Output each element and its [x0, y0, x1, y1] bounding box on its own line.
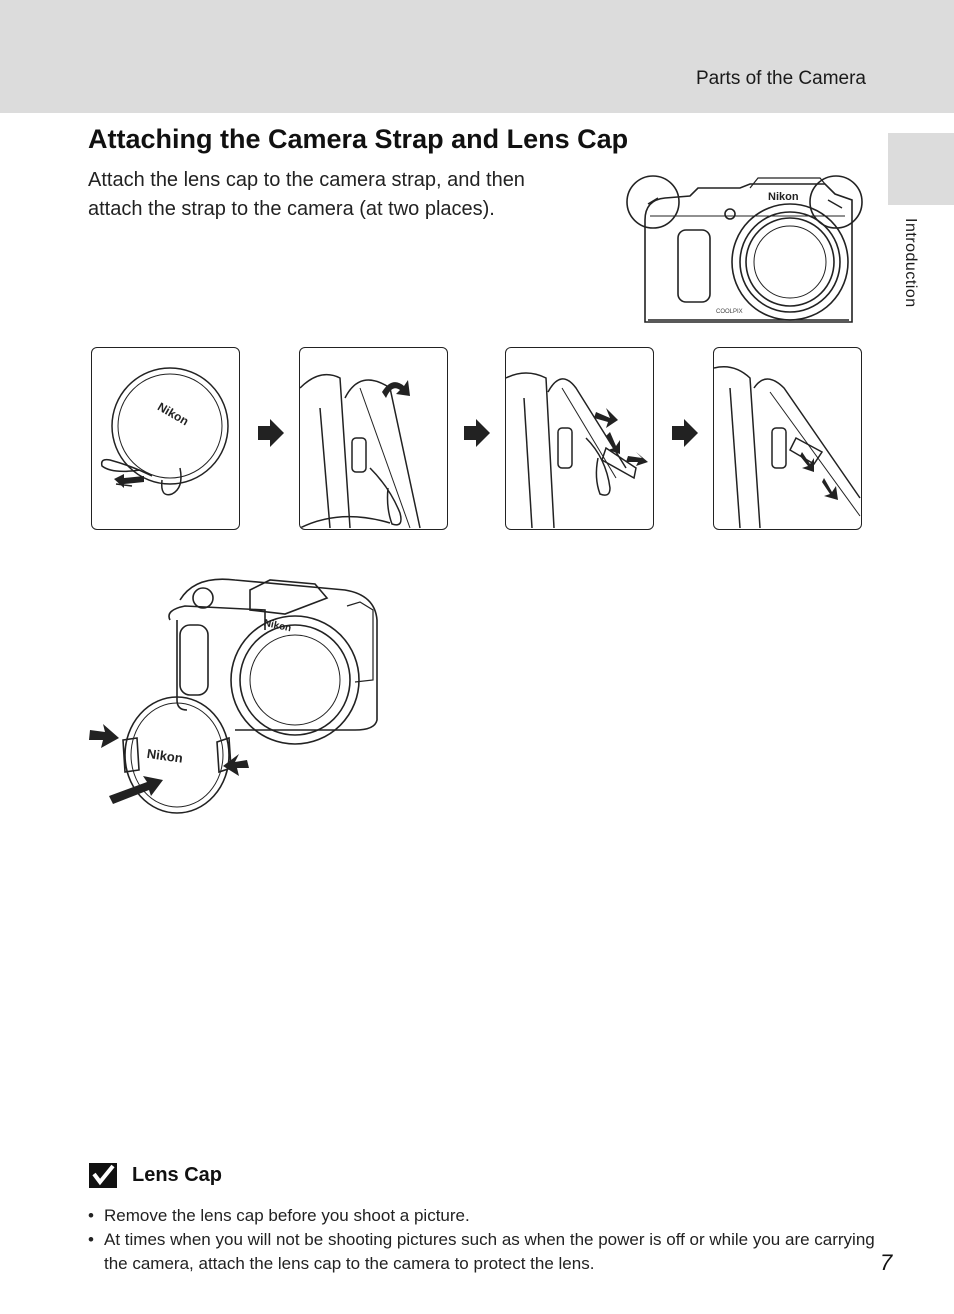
camera-brand-text: Nikon — [768, 191, 799, 203]
header-section-title: Parts of the Camera — [695, 68, 866, 89]
note-item: • Remove the lens cap before you shoot a… — [88, 1204, 878, 1228]
step-panel-1: Nikon — [91, 347, 240, 530]
note-item-text: At times when you will not be shooting p… — [104, 1230, 875, 1273]
step-arrow-icon — [672, 419, 698, 447]
note-item: • At times when you will not be shooting… — [88, 1228, 878, 1276]
lens-cap-note: Lens Cap • Remove the lens cap before yo… — [88, 1158, 878, 1276]
intro-text: Attach the lens cap to the camera strap,… — [88, 166, 608, 224]
camera-model-text: COOLPIX — [716, 309, 743, 315]
lens-cap-attach-illustration: Nikon Nikon — [89, 578, 378, 814]
bullet: • — [88, 1206, 94, 1225]
push-arrow-icon — [223, 754, 249, 776]
note-title: Lens Cap — [132, 1163, 223, 1186]
lens-cap-brand-text: Nikon — [155, 400, 191, 429]
header-band — [0, 0, 954, 113]
checkmark-icon — [89, 1163, 117, 1188]
step-panel-4 — [713, 347, 862, 530]
note-item-text: Remove the lens cap before you shoot a p… — [104, 1206, 470, 1225]
lens-cap-cord-illustration: Nikon — [100, 367, 229, 496]
step-arrow-icon — [258, 419, 284, 447]
page-number: 7 — [880, 1250, 893, 1275]
step-panel-3 — [505, 347, 654, 530]
strap-buckle-illustration — [714, 366, 861, 529]
intro-line-2: attach the strap to the camera (at two p… — [88, 198, 495, 220]
step-arrow-icon — [464, 419, 490, 447]
side-tab — [888, 133, 954, 205]
strap-pulling-illustration — [506, 372, 648, 529]
note-list: • Remove the lens cap before you shoot a… — [88, 1204, 878, 1276]
strap-threading-illustration — [300, 373, 421, 529]
pull-arrow-icon — [109, 776, 163, 804]
page-title: Attaching the Camera Strap and Lens Cap — [88, 124, 629, 154]
lens-cap-brand-text: Nikon — [146, 746, 184, 766]
bullet: • — [88, 1230, 94, 1249]
step-panel-2 — [299, 347, 448, 530]
push-arrow-icon — [89, 724, 119, 748]
side-tab-label: Introduction — [902, 218, 919, 308]
camera-front-illustration: Nikon COOLPIX — [626, 175, 863, 323]
intro-line-1: Attach the lens cap to the camera strap,… — [88, 169, 525, 191]
